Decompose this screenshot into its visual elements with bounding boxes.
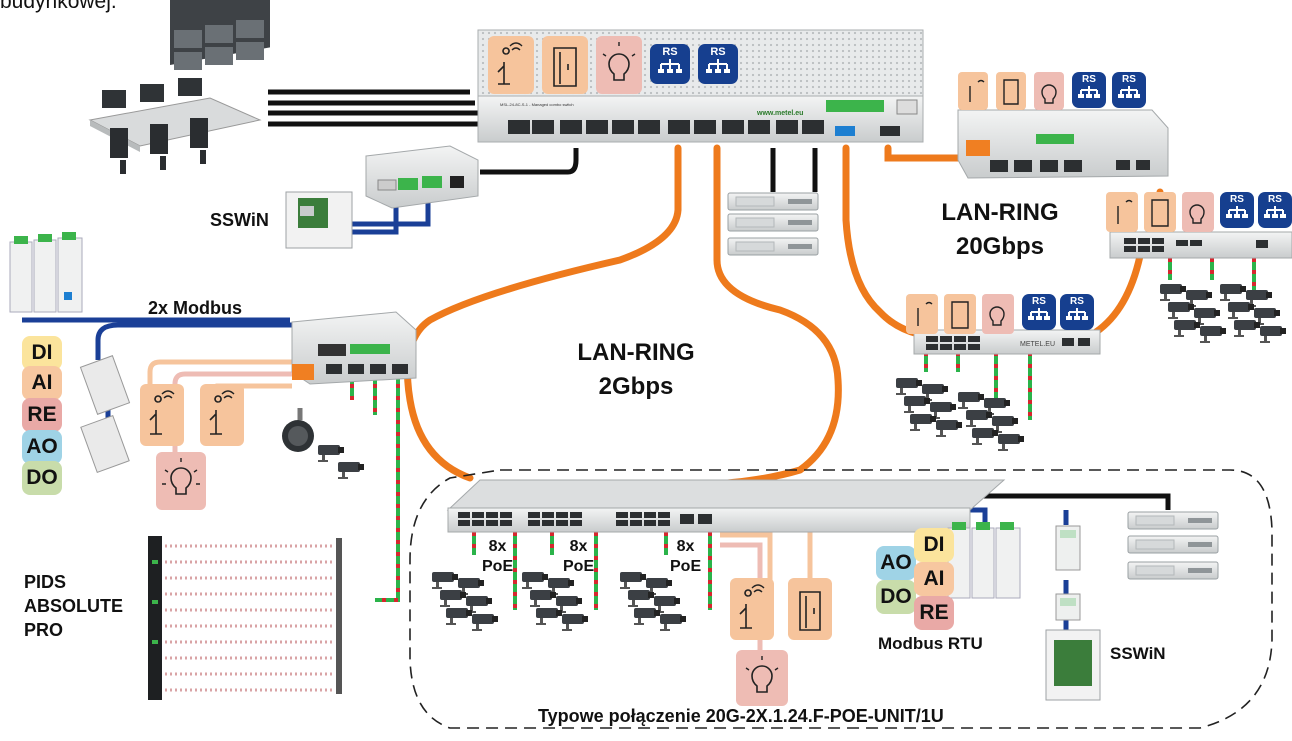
- ring-20g-label: LAN-RING 20Gbps: [920, 196, 1080, 264]
- pids-barrier: [148, 536, 342, 700]
- rs485-label: RS: [1082, 74, 1096, 85]
- sswin-converter: [365, 145, 479, 209]
- io-tag-di-rtu: DI: [914, 528, 954, 562]
- speaker-person-icon-top: [488, 36, 534, 94]
- typical-connection-label: Typowe połączenie 20G-2X.1.24.F-POE-UNIT…: [538, 706, 944, 726]
- rs485-label: RS: [1230, 194, 1244, 205]
- io-tag-do-rtu: DO: [876, 580, 916, 614]
- edge-switch-left: [291, 311, 417, 385]
- pids-label: PIDS ABSOLUTE PRO: [24, 570, 123, 642]
- lightbulb-icon-top: [596, 36, 642, 94]
- poe-count: 8x: [488, 538, 507, 555]
- sensor-icons-right: [1106, 192, 1214, 232]
- ring-20g-line2: 20Gbps: [955, 233, 1045, 260]
- speaker-person-icon-bottom: [730, 578, 774, 640]
- io-tag-do: DO: [22, 461, 62, 495]
- rs485-label: RS: [662, 46, 678, 58]
- typical-connection-frame: [409, 469, 1273, 729]
- pids-line1: PIDS: [24, 572, 67, 592]
- sswin-panel: [285, 191, 353, 249]
- rs485-icon: RS: [698, 44, 738, 84]
- junction-boxes: [79, 355, 131, 474]
- rs485-icon: RS: [1072, 72, 1106, 108]
- camera-icon-group-bottom: [432, 572, 686, 631]
- ring-20g-line1: LAN-RING: [941, 199, 1059, 226]
- modbus-rtu-label: Modbus RTU: [878, 634, 983, 653]
- modbus-label: 2x Modbus: [148, 298, 243, 318]
- poe-lines: [350, 258, 1256, 610]
- sswin-uplink: [480, 148, 579, 175]
- workstation-uplinks: [268, 89, 482, 127]
- rs485-icon: RS: [1022, 294, 1056, 330]
- poe-count: 8x: [569, 538, 588, 555]
- ring-2g-line1: LAN-RING: [577, 339, 695, 366]
- ring-switch-brand: METEL.EU: [1020, 341, 1055, 348]
- keypad-icon: [1055, 525, 1081, 621]
- rs485-label: RS: [1032, 296, 1046, 307]
- ring-2g-label: LAN-RING 2Gbps: [556, 336, 716, 404]
- camera-icon-group-right: [1160, 284, 1286, 343]
- lan-ring-2g: [404, 144, 842, 489]
- rs485-label: RS: [1070, 296, 1084, 307]
- rs485-icon: RS: [1112, 72, 1146, 108]
- speaker-person-icon-2: [200, 384, 244, 446]
- poe-switch-bottom: [446, 479, 1006, 533]
- rs485-label: RS: [710, 46, 726, 58]
- poe-count: 8x: [676, 538, 695, 555]
- main-switch-url: www.metel.eu: [756, 110, 803, 117]
- dome-camera-icon: [282, 408, 314, 452]
- door-icon-top: [542, 36, 588, 94]
- io-tag-ao: AO: [22, 430, 62, 464]
- sswin-label-top: SSWiN: [210, 210, 269, 230]
- lightbulb-icon-bottom: [736, 650, 788, 706]
- sswin-panel-bottom: [1045, 629, 1101, 701]
- main-switch-model: MSL-24-8C-S-1 - Managed combo switch: [500, 102, 574, 107]
- server-icon: [727, 192, 819, 256]
- server-icon-bottom: [1127, 511, 1219, 580]
- camera-icon-group-mid: [896, 378, 1024, 451]
- pids-line2: ABSOLUTE: [24, 596, 123, 616]
- ring-switch-top-right: [957, 109, 1169, 179]
- poe-label-1: 8x PoE: [482, 537, 513, 577]
- io-tag-di: DI: [22, 336, 62, 370]
- sensor-icons-top-right: [958, 72, 1064, 110]
- lightbulb-icon: [156, 452, 206, 510]
- caption-fragment: budynkowej.: [0, 0, 117, 13]
- sswin-label-bottom: SSWiN: [1110, 644, 1166, 663]
- ring-2g-line2: 2Gbps: [598, 373, 674, 400]
- camera-icon: [318, 445, 364, 479]
- io-tag-ai-rtu: AI: [914, 562, 954, 596]
- poe-label-2: 8x PoE: [563, 537, 594, 577]
- sensor-icons-mid: [906, 294, 1014, 334]
- io-tag-re: RE: [22, 398, 62, 432]
- rs485-icon: RS: [1220, 192, 1254, 228]
- poe-text: PoE: [563, 558, 595, 575]
- rs485-icon: RS: [1258, 192, 1292, 228]
- io-modules: [9, 232, 83, 313]
- rs485-label: RS: [1268, 194, 1282, 205]
- rs485-icon: RS: [650, 44, 690, 84]
- poe-text: PoE: [670, 558, 702, 575]
- io-tag-ai: AI: [22, 366, 62, 400]
- speaker-person-icon: [140, 384, 184, 446]
- rs485-icon: RS: [1060, 294, 1094, 330]
- io-tag-ao-rtu: AO: [876, 546, 916, 580]
- pids-line3: PRO: [24, 620, 64, 640]
- ring-switch-right: [1109, 231, 1292, 259]
- modbus-rtu-modules: [947, 522, 1021, 599]
- poe-text: PoE: [482, 558, 514, 575]
- rs485-label: RS: [1122, 74, 1136, 85]
- io-tag-re-rtu: RE: [914, 596, 954, 630]
- door-icon-bottom: [788, 578, 832, 640]
- poe-label-3: 8x PoE: [670, 537, 701, 577]
- workstation-icon: [88, 0, 270, 174]
